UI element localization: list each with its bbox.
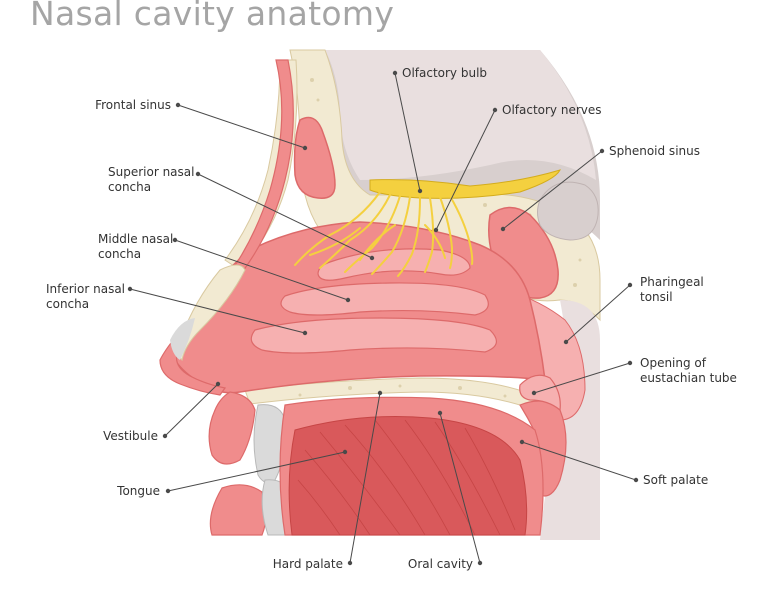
- label-frontal-sinus: Frontal sinus: [95, 98, 171, 112]
- label-oral-cavity: Oral cavity: [408, 557, 473, 571]
- label-superior-nasal-concha-line2: concha: [108, 180, 151, 194]
- label-tongue: Tongue: [116, 484, 160, 498]
- lower-lip: [210, 485, 266, 535]
- label-eustachian-line1: Opening of: [640, 356, 707, 370]
- label-superior-nasal-concha-line1: Superior nasal: [108, 165, 194, 179]
- inferior-concha-shape: [251, 318, 496, 353]
- label-middle-nasal-concha-line1: Middle nasal: [98, 232, 173, 246]
- upper-lip: [209, 392, 255, 464]
- label-middle-nasal-concha-line2: concha: [98, 247, 141, 261]
- label-inferior-nasal-concha-line2: concha: [46, 297, 89, 311]
- label-vestibule: Vestibule: [103, 429, 158, 443]
- pituitary-shape: [538, 182, 599, 240]
- label-sphenoid-sinus: Sphenoid sinus: [609, 144, 700, 158]
- label-pharingeal-tonsil-line1: Pharingeal: [640, 275, 704, 289]
- label-hard-palate: Hard palate: [273, 557, 343, 571]
- label-pharingeal-tonsil-line2: tonsil: [640, 290, 673, 304]
- label-inferior-nasal-concha-line1: Inferior nasal: [46, 282, 125, 296]
- label-olfactory-bulb: Olfactory bulb: [402, 66, 487, 80]
- label-eustachian-line2: eustachian tube: [640, 371, 737, 385]
- label-olfactory-nerves: Olfactory nerves: [502, 103, 602, 117]
- label-soft-palate: Soft palate: [643, 473, 708, 487]
